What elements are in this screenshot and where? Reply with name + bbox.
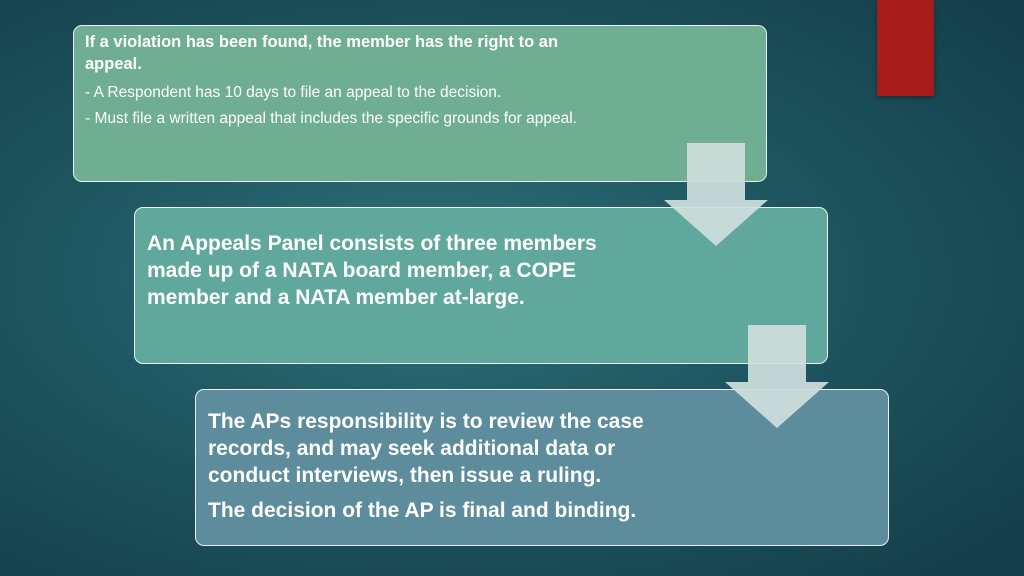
down-arrow-icon bbox=[725, 325, 829, 428]
step-1-bullet-1: - A Respondent has 10 days to file an ap… bbox=[85, 84, 502, 101]
step-1-box: If a violation has been found, the membe… bbox=[73, 25, 767, 182]
step-3-final-text: The decision of the AP is final and bind… bbox=[208, 499, 637, 522]
step-3-text: The APs responsibility is to review the … bbox=[208, 410, 644, 487]
step-3-box: The APs responsibility is to review the … bbox=[195, 389, 889, 546]
down-arrow-icon bbox=[664, 143, 768, 246]
step-1-heading: If a violation has been found, the membe… bbox=[85, 33, 559, 73]
red-accent-bar bbox=[877, 0, 934, 96]
step-2-text: An Appeals Panel consists of three membe… bbox=[147, 232, 597, 309]
step-1-bullet-2: - Must file a written appeal that includ… bbox=[85, 110, 577, 127]
